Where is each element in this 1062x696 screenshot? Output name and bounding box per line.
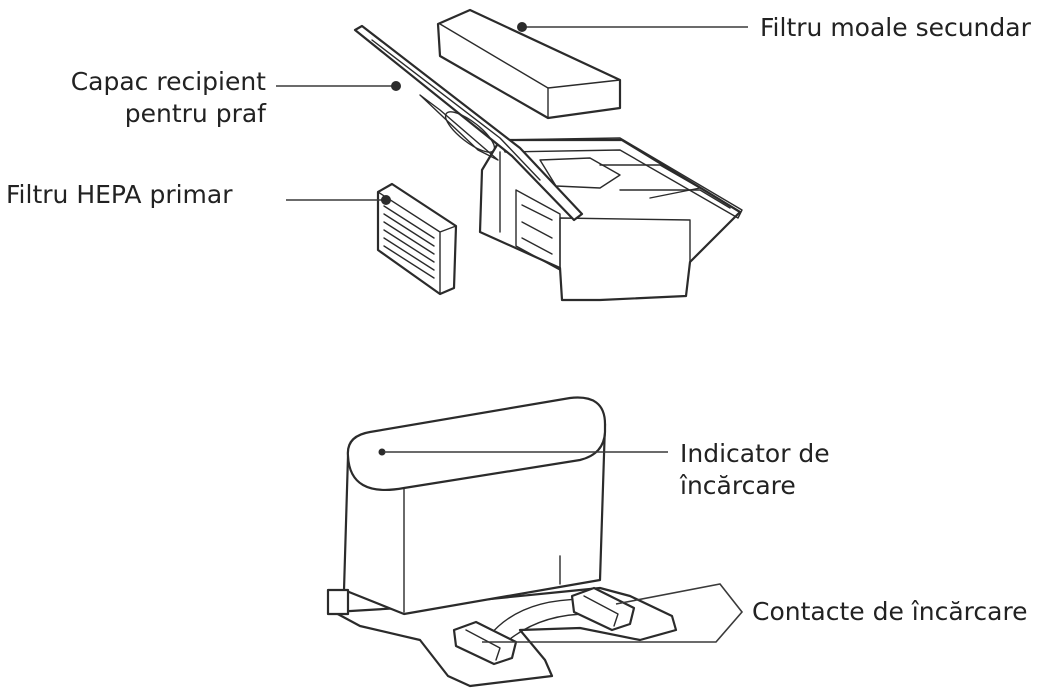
dust-bin-assembly (355, 10, 742, 300)
dock-side-port (328, 590, 348, 614)
label-dust-bin-cover: Capac recipient pentru praf (40, 66, 266, 130)
label-charging-indicator-line2: încărcare (680, 470, 830, 502)
label-dust-bin-cover-line2: pentru praf (40, 98, 266, 130)
label-charging-indicator: Indicator de încărcare (680, 438, 830, 502)
label-dust-bin-cover-line1: Capac recipient (40, 66, 266, 98)
leader-bin-cover-dot (391, 81, 401, 91)
label-charging-contacts: Contacte de încărcare (752, 596, 1028, 628)
label-charging-indicator-line1: Indicator de (680, 438, 830, 470)
label-secondary-soft-filter: Filtru moale secundar (760, 12, 1031, 44)
leader-secondary-filter-dot (517, 22, 527, 32)
leader-hepa-filter-dot (381, 195, 391, 205)
label-primary-hepa-filter: Filtru HEPA primar (6, 179, 233, 211)
dock-tower (334, 398, 605, 614)
